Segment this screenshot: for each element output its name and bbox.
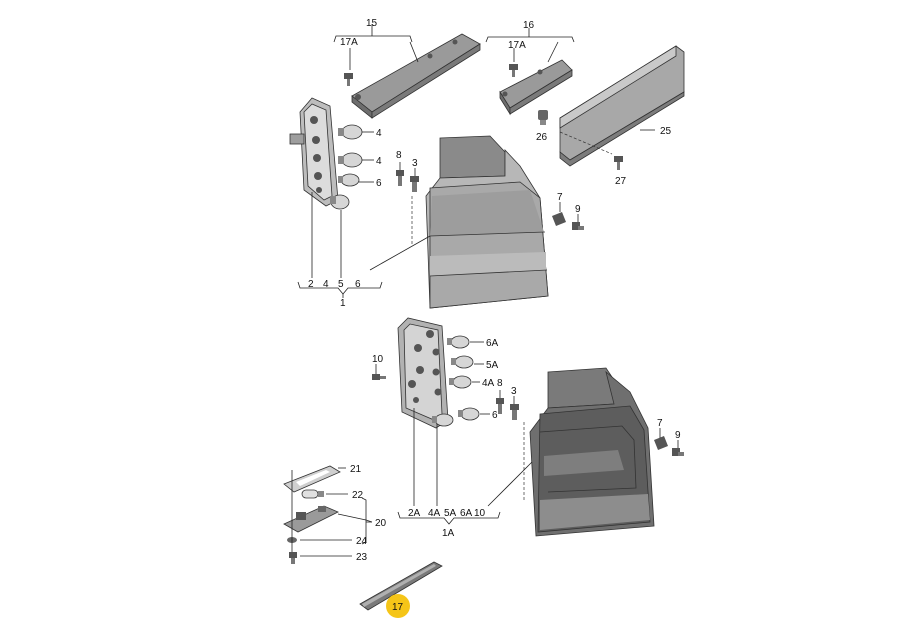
bulb-holder-upper [289,97,339,207]
screw-17A-left [344,73,353,86]
label-6A: 6A [486,338,499,349]
label-6-lower: 6 [492,410,498,421]
label-16: 16 [523,20,535,31]
label-group1-2: 2 [308,279,314,290]
bulbs-lower [432,335,480,427]
label-25: 25 [660,126,672,137]
label-group1A-6A: 6A [460,508,473,519]
label-22: 22 [352,490,364,501]
part-21-lens-frame [283,465,341,493]
label-3-lower: 3 [511,386,517,397]
label-group1A: 1A [442,528,455,539]
label-15: 15 [366,18,378,29]
label-3-upper: 3 [412,158,418,169]
label-group1A-2A: 2A [408,508,421,519]
bulb-holder-lower [397,317,449,429]
screw-7-lower [654,436,668,450]
tail-lamp-lower [529,367,655,537]
label-17A-right: 17A [508,40,526,51]
clip-26 [538,110,548,125]
part-25-trim-panel [559,45,685,167]
screw-27 [614,156,623,170]
screw-7-upper [552,212,566,226]
label-4A: 4A [482,378,495,389]
label-group1-4: 4 [323,279,329,290]
label-10: 10 [372,354,384,365]
label-7-upper: 7 [557,192,563,203]
part-20-lamp-housing [283,505,339,533]
label-group1-6: 6 [355,279,361,290]
tail-lamp-upper [425,135,549,309]
label-23: 23 [356,552,368,563]
label-8-upper: 8 [396,150,402,161]
bulbs-upper [330,124,363,210]
part-16-light-strip [499,59,573,116]
label-9-lower: 9 [675,430,681,441]
label-27: 27 [615,176,627,187]
screw-10 [372,374,386,380]
part-17-trim-strip [359,561,443,611]
label-26: 26 [536,132,548,143]
label-4a: 4 [376,128,382,139]
label-5A: 5A [486,360,499,371]
label-group1A-4A: 4A [428,508,441,519]
label-24: 24 [356,536,368,547]
label-20: 20 [375,518,387,529]
label-group1A-10: 10 [474,508,486,519]
screw-9-lower [672,448,684,456]
part-23-screw [289,552,297,564]
part-17-highlight [386,594,410,618]
label-group1A-5A: 5A [444,508,457,519]
label-group1-5: 5 [338,279,344,290]
screws-8-3-upper [396,170,419,192]
label-group1: 1 [340,298,346,309]
part-22-bulb [301,489,324,499]
screw-9-upper [572,222,584,230]
label-17A-left: 17A [340,37,358,48]
label-6: 6 [376,178,382,189]
screw-17A-right [509,64,518,77]
label-4b: 4 [376,156,382,167]
screws-8-3-lower [496,398,519,420]
label-7-lower: 7 [657,418,663,429]
label-17: 17 [392,602,404,613]
label-8-lower: 8 [497,378,503,389]
label-21: 21 [350,464,362,475]
part-15-light-strip [351,33,481,119]
label-9-upper: 9 [575,204,581,215]
